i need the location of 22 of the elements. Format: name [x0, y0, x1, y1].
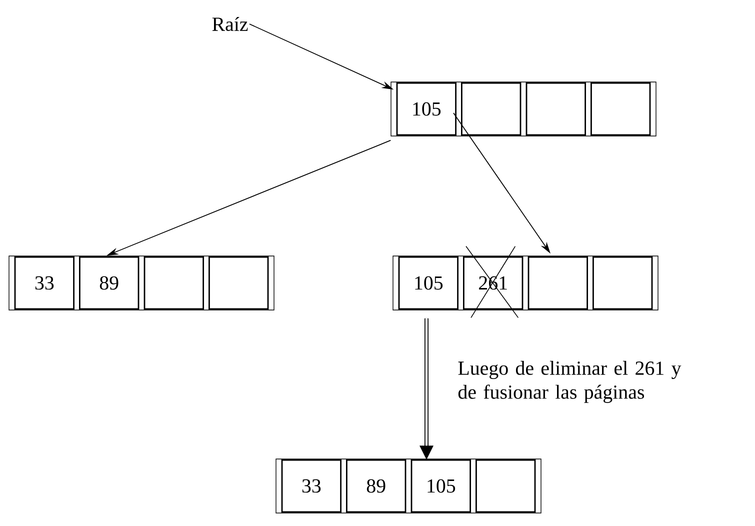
key-cell — [526, 82, 586, 136]
root-label: Raíz — [212, 16, 248, 32]
key-cell — [590, 82, 651, 136]
key-cell — [461, 82, 522, 136]
page-box — [392, 256, 658, 310]
key-cell — [476, 459, 536, 513]
key-cell: 33 — [14, 256, 74, 310]
key-cell: 105 — [396, 82, 456, 136]
edge-label: Luego de eliminar el 261 y de fusionar las páginas — [456, 360, 695, 404]
key-cell: 105 — [398, 256, 458, 310]
page-box — [8, 256, 274, 310]
key-cell: 89 — [79, 256, 140, 310]
page-box — [276, 458, 542, 514]
double-arrow — [420, 318, 434, 460]
key-cell: 89 — [346, 459, 406, 513]
key-cell: 33 — [281, 459, 342, 513]
key-cell: 105 — [410, 459, 471, 513]
key-cell — [144, 256, 204, 310]
key-cell — [208, 256, 269, 310]
page-box — [390, 82, 656, 136]
key-cell — [528, 256, 588, 310]
key-cell — [592, 256, 653, 310]
